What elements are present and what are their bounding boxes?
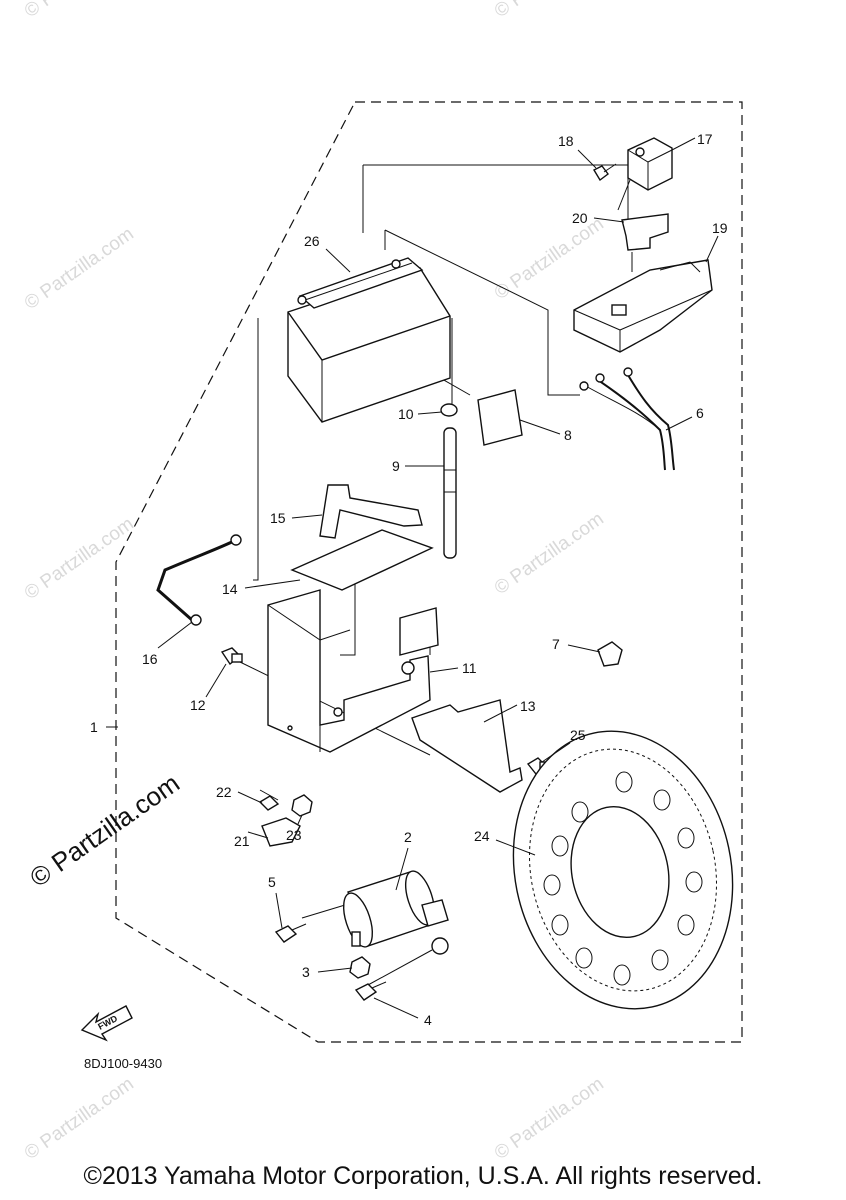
assembly-boundary [115, 101, 743, 1043]
battery-box [267, 589, 439, 753]
watermark: © Partzilla.com [491, 1073, 608, 1164]
nut-23 [291, 794, 313, 817]
callout-16: 16 [142, 651, 158, 667]
callout-9: 9 [392, 458, 400, 474]
breather-hose [440, 403, 458, 559]
callout-13: 13 [520, 698, 536, 714]
watermark-layer: © Partzilla.com © Partzilla.com © Partzi… [21, 0, 608, 1164]
callout-20: 20 [572, 210, 588, 226]
bolt-4 [354, 981, 387, 1001]
fuse-box [573, 259, 713, 353]
callout-2: 2 [404, 829, 412, 845]
bolt-12 [220, 647, 243, 666]
wire-harness [579, 367, 675, 471]
callout-14: 14 [222, 581, 238, 597]
callout-17: 17 [697, 131, 713, 147]
starter-relay [617, 137, 673, 211]
callout-15: 15 [270, 510, 286, 526]
watermark: © Partzilla.com [21, 513, 138, 604]
callout-19: 19 [712, 220, 728, 236]
watermark: © Partzilla.com [491, 0, 608, 22]
watermark: © Partzilla.com [21, 223, 138, 314]
battery-sheet [290, 529, 434, 591]
nut-3 [349, 956, 371, 979]
callout-11: 11 [462, 660, 477, 676]
callout-22: 22 [216, 784, 232, 800]
clamp-21 [261, 817, 301, 847]
callout-5: 5 [268, 874, 276, 890]
watermark: © Partzilla.com [21, 0, 138, 22]
diagram-code: 8DJ100-9430 [84, 1056, 162, 1071]
callout-1: 1 [90, 719, 98, 735]
negative-lead [156, 534, 242, 626]
callout-10: 10 [398, 406, 414, 422]
bolt-5 [274, 923, 307, 943]
fwd-arrow: FWD [80, 1005, 133, 1042]
callout-8: 8 [564, 427, 572, 443]
callout-23: 23 [286, 827, 302, 843]
callout-4: 4 [424, 1012, 432, 1028]
callout-12: 12 [190, 697, 206, 713]
screw-18 [593, 163, 617, 182]
callout-26: 26 [304, 233, 320, 249]
callout-3: 3 [302, 964, 310, 980]
callout-21: 21 [234, 833, 250, 849]
callout-18: 18 [558, 133, 574, 149]
callout-6: 6 [696, 405, 704, 421]
starter-motor [342, 870, 449, 955]
battery-band [319, 484, 423, 539]
starter-wheel-gear [512, 730, 734, 1010]
insulator-plate [411, 699, 523, 793]
battery [287, 257, 451, 423]
copyright-notice: ©2013 Yamaha Motor Corporation, U.S.A. A… [83, 1162, 763, 1190]
watermark-large: © Partzilla.com [24, 768, 185, 893]
leader-lines [106, 137, 719, 1019]
callout-25: 25 [570, 727, 586, 743]
battery-pad [477, 389, 523, 446]
callout-24: 24 [474, 828, 490, 844]
bolt-22 [258, 795, 280, 811]
watermark: © Partzilla.com [21, 1073, 138, 1164]
clamp-7 [597, 641, 623, 667]
callout-7: 7 [552, 636, 560, 652]
callout-labels: 1 2 3 4 5 6 7 8 9 10 11 12 13 14 15 16 1… [90, 131, 728, 1028]
watermark: © Partzilla.com [491, 508, 608, 599]
relay-bracket [621, 213, 669, 251]
